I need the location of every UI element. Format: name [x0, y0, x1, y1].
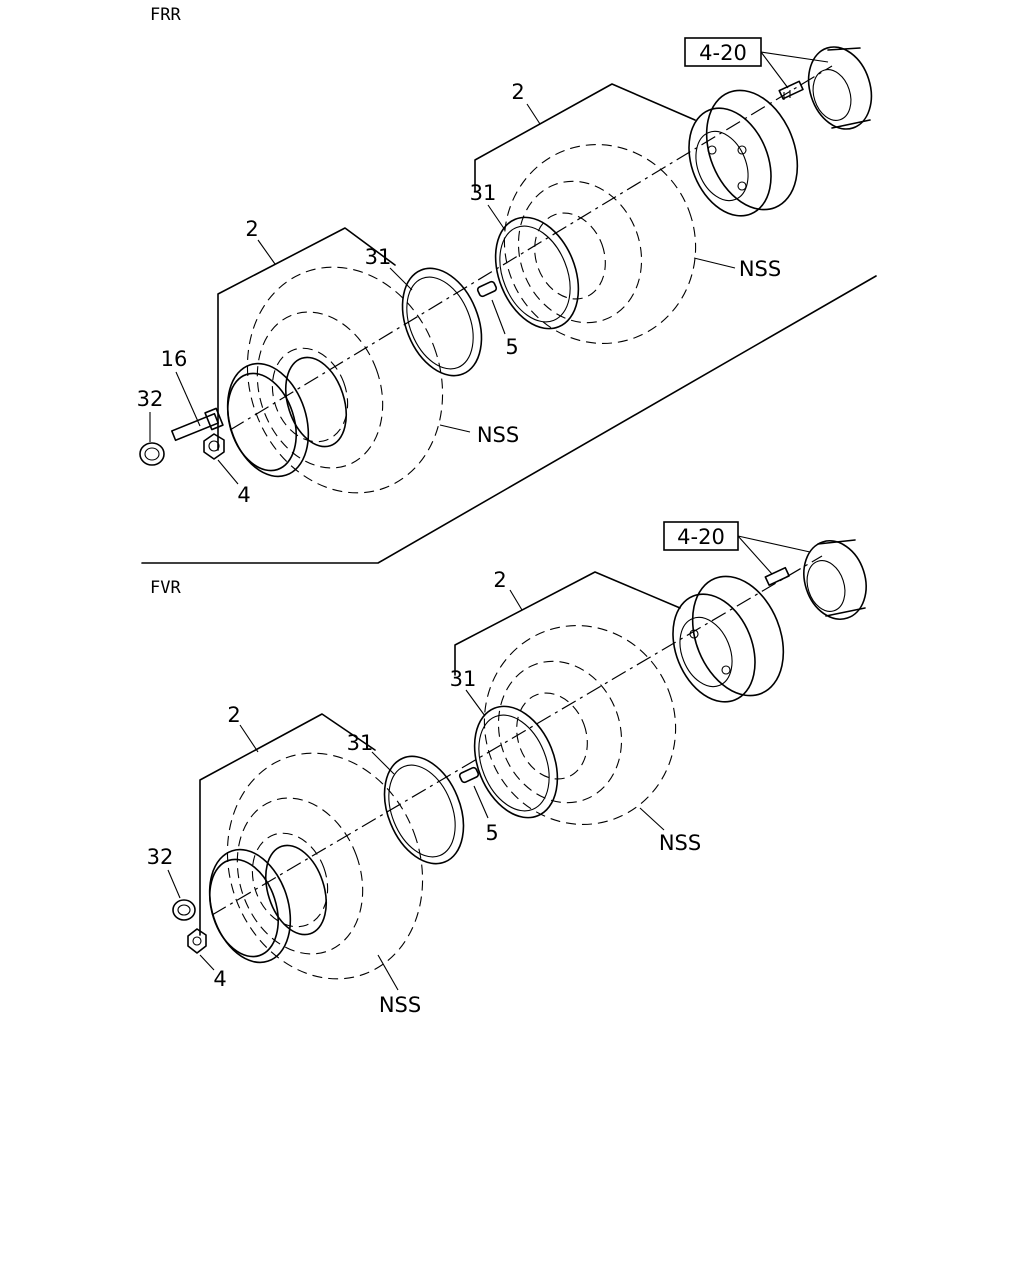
tire-outer-frr: [246, 266, 444, 494]
valve-fvr: [458, 766, 480, 784]
rim-outer-fvr: [208, 844, 327, 964]
cap-nut-frr: [139, 442, 165, 466]
cap-nut-fvr: [172, 899, 196, 921]
label-tire-outer-fvr: 2: [227, 703, 240, 727]
callouts-fvr: 2 2 31 31 5 32 4 NSS NSS: [147, 568, 702, 1017]
section-divider: [141, 275, 877, 564]
section-fvr: FVR: [147, 521, 867, 1017]
ref-box-frr: 4-20: [684, 37, 829, 89]
rim-outer-frr: [226, 356, 347, 478]
center-axis-fvr: [211, 555, 823, 916]
tire-outer-fvr: [226, 752, 424, 980]
stud-frr: [778, 80, 804, 100]
side-ring-outer-frr: [401, 267, 483, 377]
label-ring-outer-fvr: 31: [347, 731, 374, 755]
wheel-hub-fvr: [803, 539, 867, 620]
ref-box-fvr: 4-20: [663, 521, 811, 575]
ref-label-frr: 4-20: [699, 41, 747, 65]
hex-nut-fvr: [187, 928, 207, 954]
tire-inner-fvr: [483, 625, 677, 825]
label-ring-outer-frr: 31: [365, 245, 392, 269]
label-bolt-frr: 16: [161, 347, 188, 371]
tire-inner-frr: [503, 144, 697, 344]
label-cap-frr: 32: [137, 387, 164, 411]
center-axis-frr: [229, 65, 833, 431]
label-nut-fvr: 4: [213, 967, 226, 991]
label-cap-fvr: 32: [147, 845, 174, 869]
wheel-hub-frr: [807, 46, 873, 130]
disc-wheel-frr: [688, 89, 799, 217]
label-valve-frr: 5: [505, 335, 518, 359]
section-title-fvr: FVR: [150, 578, 181, 598]
disc-wheel-fvr: [672, 575, 785, 703]
section-frr: FRR: [137, 5, 877, 564]
label-nss-upper-fvr: NSS: [659, 831, 701, 855]
stud-fvr: [764, 566, 790, 586]
label-nut-frr: 4: [237, 483, 250, 507]
label-nss-lower-fvr: NSS: [379, 993, 421, 1017]
callouts-frr: 2 2 31 31 5 16 32 4 NSS NSS: [137, 80, 782, 507]
label-valve-fvr: 5: [485, 821, 498, 845]
side-ring-outer-fvr: [383, 755, 465, 865]
label-nss-upper-frr: NSS: [739, 257, 781, 281]
label-nss-lower-frr: NSS: [477, 423, 519, 447]
label-ring-inner-fvr: 31: [450, 667, 477, 691]
hex-nut-frr: [203, 433, 225, 460]
valve-frr: [476, 280, 498, 298]
label-tire-inner-frr: 2: [511, 80, 524, 104]
label-ring-inner-frr: 31: [470, 181, 497, 205]
side-ring-inner-frr: [494, 216, 580, 330]
label-tire-outer-frr: 2: [245, 217, 258, 241]
side-ring-inner-fvr: [473, 705, 559, 819]
label-tire-inner-fvr: 2: [493, 568, 506, 592]
ref-label-fvr: 4-20: [677, 525, 725, 549]
section-title-frr: FRR: [150, 5, 181, 25]
